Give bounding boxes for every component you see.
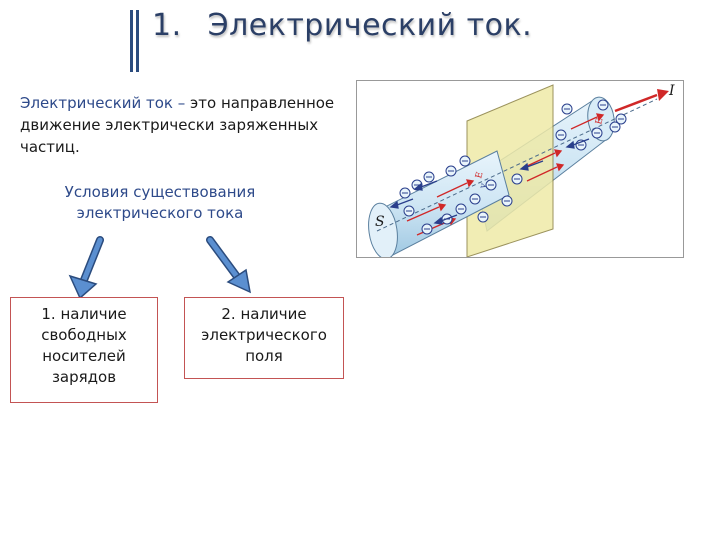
velocity-vectors xyxy=(389,138,590,225)
electron xyxy=(609,121,621,133)
current-arrow xyxy=(614,93,658,113)
conductor-illustration: S I E E v xyxy=(368,83,675,260)
field-label-2: E xyxy=(594,117,605,126)
field-label-1: E xyxy=(474,171,485,180)
electron xyxy=(501,195,513,207)
condition-box-1: 1. наличие свободных носителей зарядов xyxy=(10,297,158,403)
electron xyxy=(511,173,523,185)
velocity-label: v xyxy=(478,181,489,190)
electron xyxy=(403,205,415,217)
electron xyxy=(399,187,411,199)
electron xyxy=(561,103,573,115)
electron xyxy=(459,155,471,167)
electron xyxy=(591,127,603,139)
page-title: 1. Электрический ток. xyxy=(152,8,532,43)
electron xyxy=(423,171,435,183)
electron xyxy=(615,113,627,125)
electron xyxy=(477,211,489,223)
condition-box-2: 2. наличие электрического поля xyxy=(184,297,344,379)
definition-dash: – xyxy=(173,94,191,112)
definition-term: Электрический ток xyxy=(20,94,173,112)
definition-body: это направленное движение электрически з… xyxy=(20,94,335,156)
title-text: Электрический ток. xyxy=(207,8,533,43)
electron xyxy=(485,179,497,191)
arrow-to-condition-1 xyxy=(68,236,104,300)
title-number: 1. xyxy=(152,8,182,43)
electron xyxy=(455,203,467,215)
arrow-to-condition-2 xyxy=(206,236,251,294)
conditions-heading: Условия существования электрического ток… xyxy=(64,183,256,222)
electron xyxy=(421,223,433,235)
definition-text: Электрический ток – это направленное дви… xyxy=(20,92,350,158)
current-arrow-head xyxy=(657,89,669,101)
electron xyxy=(469,193,481,205)
electrons xyxy=(399,99,627,235)
electron xyxy=(597,99,609,111)
electron xyxy=(555,129,567,141)
title-accent-bars xyxy=(130,10,140,72)
current-diagram: S I E E v xyxy=(356,80,684,260)
electron xyxy=(445,165,457,177)
cylinder-axis xyxy=(376,98,658,232)
current-label: I xyxy=(668,83,675,99)
area-label: S xyxy=(375,214,385,230)
